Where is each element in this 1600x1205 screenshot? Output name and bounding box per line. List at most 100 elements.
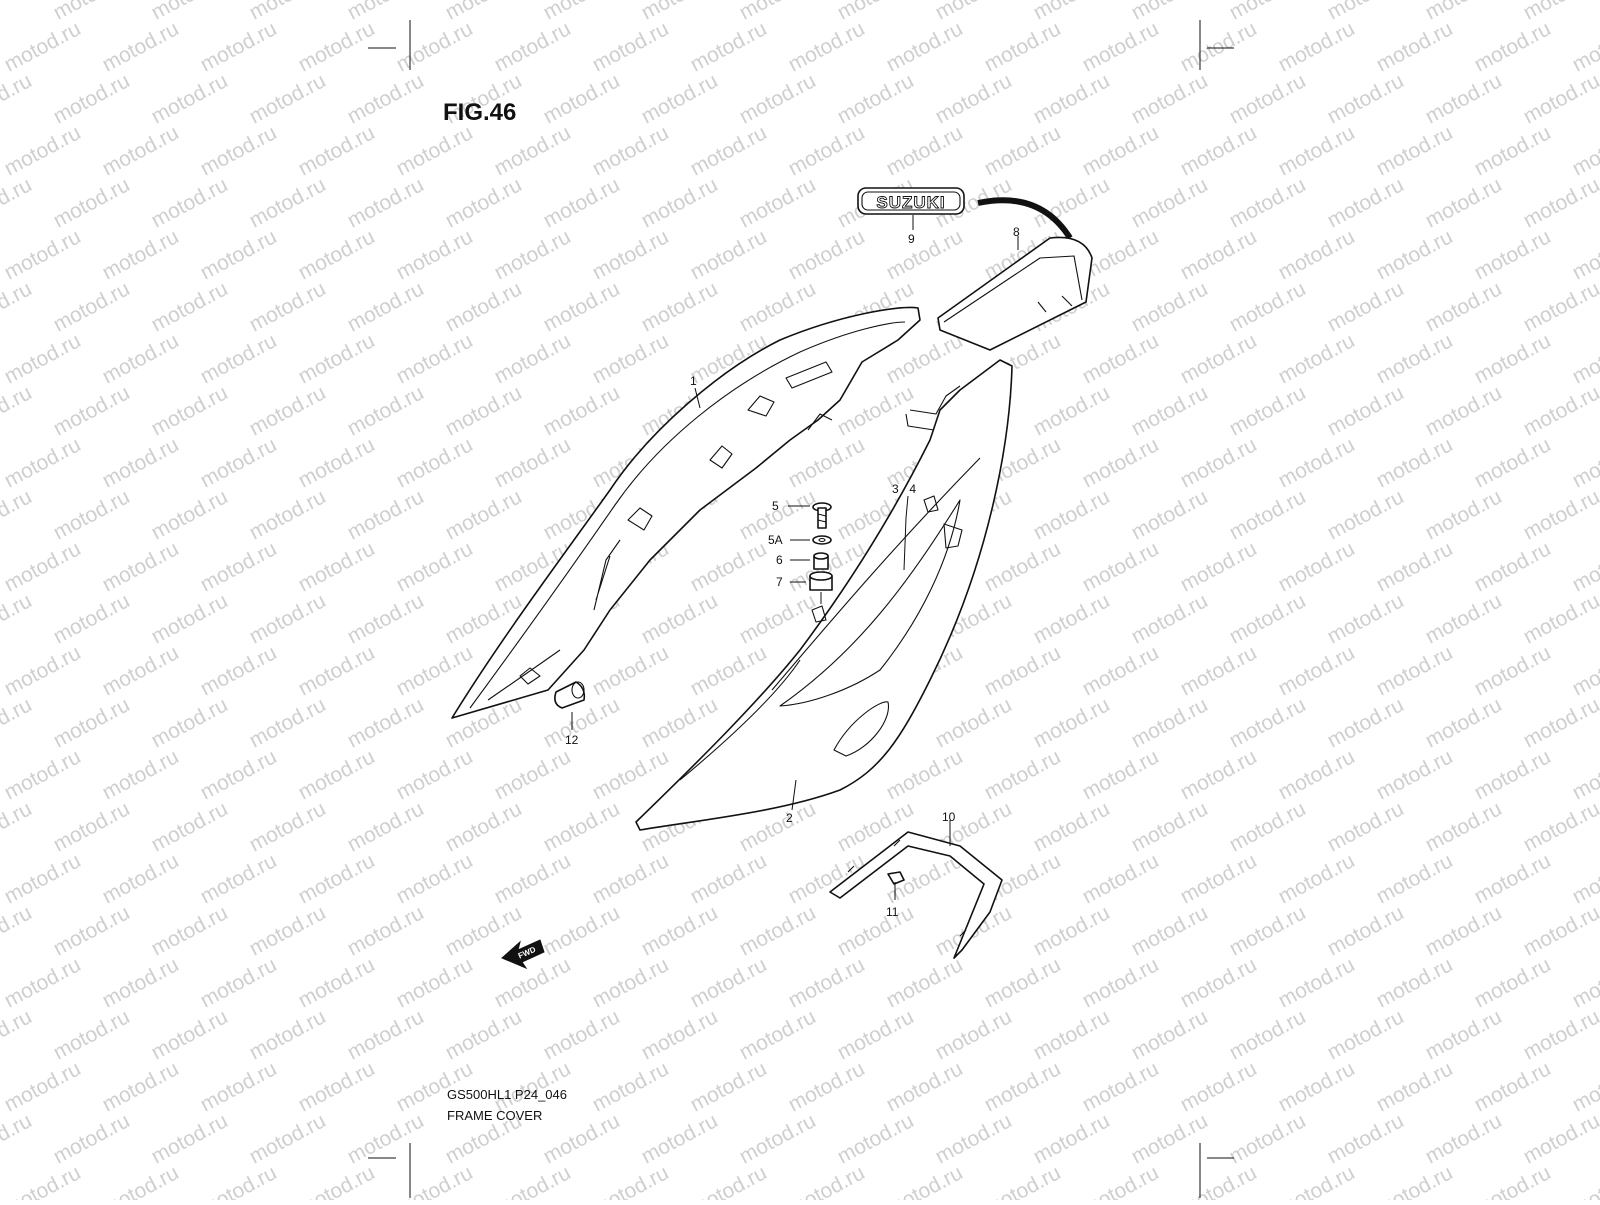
watermark-text: motod.ru: [148, 381, 232, 440]
watermark-text: motod.ru: [1471, 1161, 1555, 1200]
watermark-text: motod.ru: [246, 797, 330, 856]
watermark-text: motod.ru: [589, 225, 673, 284]
watermark-text: motod.ru: [1422, 901, 1506, 960]
watermark-text: motod.ru: [1422, 277, 1506, 336]
watermark-text: motod.ru: [246, 485, 330, 544]
watermark-text: motod.ru: [932, 1005, 1016, 1064]
watermark-text: motod.ru: [344, 1109, 428, 1168]
watermark-text: motod.ru: [344, 797, 428, 856]
watermark-text: motod.ru: [0, 1005, 36, 1064]
watermark-text: motod.ru: [1373, 1161, 1457, 1200]
watermark-text: motod.ru: [540, 173, 624, 232]
watermark-text: motod.ru: [1471, 953, 1555, 1012]
watermark-text: motod.ru: [1520, 485, 1600, 544]
watermark-text: motod.ru: [1177, 433, 1261, 492]
watermark-text: motod.ru: [638, 0, 722, 24]
watermark-text: motod.ru: [1079, 849, 1163, 908]
watermark-text: motod.ru: [1324, 1005, 1408, 1064]
callout-11: 11: [886, 905, 899, 919]
watermark-text: motod.ru: [1422, 693, 1506, 752]
watermark-text: motod.ru: [491, 953, 575, 1012]
watermark-text: motod.ru: [1373, 953, 1457, 1012]
watermark-text: motod.ru: [491, 329, 575, 388]
watermark-text: motod.ru: [1520, 381, 1600, 440]
leader-lines: [571, 215, 1019, 846]
watermark-text: motod.ru: [540, 1005, 624, 1064]
watermark-text: motod.ru: [540, 901, 624, 960]
part-9-emblem: SUZUKI: [857, 187, 1073, 240]
watermark-text: motod.ru: [687, 1161, 771, 1200]
watermark-text: motod.ru: [736, 277, 820, 336]
watermark-text: motod.ru: [1030, 0, 1114, 24]
watermark-text: motod.ru: [638, 277, 722, 336]
watermark-text: motod.ru: [99, 225, 183, 284]
watermark-text: motod.ru: [1324, 69, 1408, 128]
watermark-text: motod.ru: [148, 277, 232, 336]
watermark-text: motod.ru: [50, 797, 134, 856]
watermark-text: motod.ru: [246, 1005, 330, 1064]
watermark-text: motod.ru: [295, 537, 379, 596]
watermark-text: motod.ru: [1422, 485, 1506, 544]
watermark-text: motod.ru: [197, 849, 281, 908]
watermark-text: motod.ru: [148, 1005, 232, 1064]
watermark-text: motod.ru: [589, 953, 673, 1012]
watermark-text: motod.ru: [148, 0, 232, 24]
watermark-text: motod.ru: [1520, 1005, 1600, 1064]
watermark-text: motod.ru: [1128, 901, 1212, 960]
watermark-text: motod.ru: [1422, 69, 1506, 128]
watermark-text: motod.ru: [589, 121, 673, 180]
part-12-grommet: [554, 681, 586, 709]
watermark-text: motod.ru: [1373, 641, 1457, 700]
watermark-text: motod.ru: [50, 901, 134, 960]
watermark-text: motod.ru: [687, 121, 771, 180]
watermark-text: motod.ru: [883, 953, 967, 1012]
watermark-text: motod.ru: [1030, 693, 1114, 752]
watermark-text: motod.ru: [687, 849, 771, 908]
watermark-text: motod.ru: [1, 225, 85, 284]
watermark-text: motod.ru: [295, 121, 379, 180]
watermark-text: motod.ru: [1324, 173, 1408, 232]
callout-labels: 1 2 3 · 4 5 5A 6 7 8 9 10 11 12: [565, 225, 1020, 919]
forward-direction-arrow: FWD: [501, 939, 545, 970]
watermark-text: motod.ru: [50, 277, 134, 336]
watermark-text: motod.ru: [589, 849, 673, 908]
watermark-text: motod.ru: [344, 277, 428, 336]
watermark-text: motod.ru: [1226, 797, 1310, 856]
watermark-text: motod.ru: [589, 745, 673, 804]
figure-caption: FRAME COVER: [447, 1108, 542, 1123]
watermark-text: motod.ru: [1569, 849, 1600, 908]
watermark-text: motod.ru: [344, 901, 428, 960]
watermark-text: motod.ru: [1, 1057, 85, 1116]
watermark-text: motod.ru: [736, 901, 820, 960]
watermark-text: motod.ru: [883, 121, 967, 180]
watermark-text: motod.ru: [540, 277, 624, 336]
watermark-text: motod.ru: [246, 693, 330, 752]
watermark-text: motod.ru: [295, 329, 379, 388]
watermark-text: motod.ru: [1177, 745, 1261, 804]
watermark-text: motod.ru: [1275, 329, 1359, 388]
watermark-text: motod.ru: [638, 901, 722, 960]
watermark-text: motod.ru: [0, 0, 36, 24]
watermark-text: motod.ru: [442, 797, 526, 856]
watermark-text: motod.ru: [1373, 17, 1457, 76]
watermark-text: motod.ru: [1471, 745, 1555, 804]
watermark-text: motod.ru: [491, 225, 575, 284]
watermark-text: motod.ru: [1569, 121, 1600, 180]
watermark-text: motod.ru: [1030, 485, 1114, 544]
watermark-text: motod.ru: [1128, 797, 1212, 856]
watermark-text: motod.ru: [1177, 225, 1261, 284]
watermark-text: motod.ru: [1, 121, 85, 180]
watermark-text: motod.ru: [687, 953, 771, 1012]
watermark-text: motod.ru: [491, 433, 575, 492]
watermark-text: motod.ru: [1226, 381, 1310, 440]
watermark-text: motod.ru: [1177, 121, 1261, 180]
watermark-text: motod.ru: [442, 381, 526, 440]
watermark-text: motod.ru: [981, 1057, 1065, 1116]
watermark-text: motod.ru: [50, 0, 134, 24]
watermark-text: motod.ru: [295, 641, 379, 700]
watermark-text: motod.ru: [0, 485, 36, 544]
watermark-text: motod.ru: [638, 1005, 722, 1064]
watermark-text: motod.ru: [1275, 225, 1359, 284]
watermark-text: motod.ru: [344, 589, 428, 648]
